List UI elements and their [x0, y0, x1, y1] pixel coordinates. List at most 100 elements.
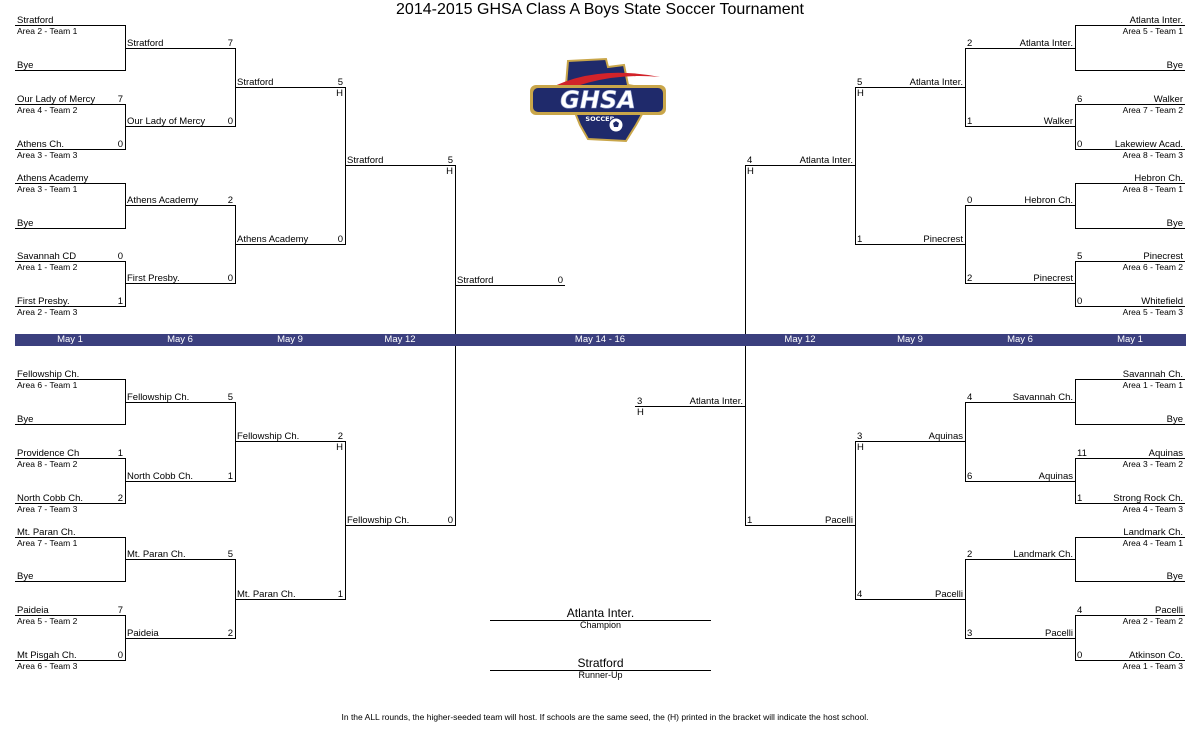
team-name: Bye: [1166, 414, 1183, 425]
bracket-line: [15, 615, 125, 616]
bracket-line: [1075, 261, 1185, 262]
bracket-line: [1075, 379, 1185, 380]
bracket-line: [1075, 615, 1185, 616]
team-seed: Area 4 - Team 2: [17, 105, 78, 115]
team-name: Aquinas: [928, 431, 963, 442]
bracket-connector: [125, 537, 126, 582]
bracket-line: [965, 126, 1075, 127]
hosting-note: In the ALL rounds, the higher-seeded tea…: [341, 712, 869, 722]
team-score: 3: [857, 431, 863, 442]
team-seed: Area 5 - Team 1: [1122, 26, 1183, 36]
bracket-connector: [345, 87, 346, 245]
team-name: Bye: [1166, 571, 1183, 582]
team-name: Whitefield: [1141, 296, 1183, 307]
team-score: 2: [967, 549, 973, 560]
bracket-connector: [125, 25, 126, 71]
host-indicator: H: [446, 166, 453, 177]
team-seed: Area 5 - Team 2: [17, 616, 78, 626]
team-seed: Area 7 - Team 1: [17, 538, 78, 548]
bracket-line: [125, 283, 235, 284]
bracket-line: [1075, 70, 1185, 71]
team-seed: Area 8 - Team 2: [17, 459, 78, 469]
champion-name: Atlanta Inter.: [566, 606, 635, 620]
bracket-line: [125, 205, 235, 206]
team-name: Hebron Ch.: [1024, 195, 1073, 206]
team-score: 7: [117, 94, 123, 105]
team-name: Bye: [1166, 218, 1183, 229]
team-score: 4: [1077, 605, 1083, 616]
bracket-line: [1075, 503, 1185, 504]
team-name: Walker: [1043, 116, 1073, 127]
team-name: Atlanta Inter.: [909, 77, 963, 88]
bracket-line: [965, 638, 1075, 639]
bracket-line: [745, 165, 855, 166]
team-score: 2: [967, 273, 973, 284]
team-seed: Area 2 - Team 2: [1122, 616, 1183, 626]
team-score: 4: [747, 155, 753, 166]
team-score: 0: [227, 116, 233, 127]
team-name: Pacelli: [935, 589, 963, 600]
logo-subtext: SOCCER: [585, 115, 614, 123]
team-name: Mt Pisgah Ch.: [17, 650, 77, 661]
team-score: 1: [857, 234, 863, 245]
team-name: Stratford: [347, 155, 384, 166]
bracket-line: [1075, 25, 1185, 26]
team-name: First Presby.: [127, 273, 180, 284]
date-round-2-left: May 6: [167, 334, 193, 345]
team-score: 0: [337, 234, 343, 245]
team-seed: Area 8 - Team 3: [1122, 150, 1183, 160]
bracket-line: [125, 559, 235, 560]
bracket-line: [1075, 424, 1185, 425]
logo-text: GHSA: [560, 86, 636, 114]
team-name: Walker: [1153, 94, 1183, 105]
bracket-line: [1075, 660, 1185, 661]
team-score: 6: [1077, 94, 1083, 105]
team-name: Pacelli: [1155, 605, 1183, 616]
team-score: 0: [447, 515, 453, 526]
team-score: 5: [857, 77, 863, 88]
team-name: Hebron Ch.: [1134, 173, 1183, 184]
team-score: 0: [117, 251, 123, 262]
host-indicator: H: [857, 88, 864, 99]
team-name: Atkinson Co.: [1129, 650, 1183, 661]
team-name: Savannah CD: [17, 251, 77, 262]
team-score: 1: [117, 296, 123, 307]
team-score: 4: [857, 589, 863, 600]
team-seed: Area 2 - Team 1: [17, 26, 78, 36]
team-score: 5: [227, 392, 233, 403]
bracket-connector: [965, 48, 966, 127]
team-name: Landmark Ch.: [1123, 527, 1183, 538]
team-name: Landmark Ch.: [1013, 549, 1073, 560]
bracket-connector: [235, 402, 236, 482]
team-score: 2: [337, 431, 343, 442]
team-name: Athens Academy: [127, 195, 199, 206]
bracket-line: [1075, 306, 1185, 307]
bracket-connector: [125, 104, 126, 150]
team-name: Athens Academy: [237, 234, 309, 245]
bracket-line: [235, 441, 345, 442]
bracket-connector: [125, 615, 126, 661]
team-name: Pacelli: [1045, 628, 1073, 639]
bracket-line: [1075, 581, 1185, 582]
date-round-4-right: May 12: [784, 334, 816, 345]
bracket-line: [15, 660, 125, 661]
bracket-line: [125, 481, 235, 482]
bracket-line: [15, 537, 125, 538]
bracket-connector: [1075, 615, 1076, 661]
team-name: Paideia: [17, 605, 49, 616]
team-seed: Area 1 - Team 2: [17, 262, 78, 272]
team-name: Bye: [1166, 60, 1183, 71]
champion-label: Champion: [579, 620, 622, 630]
team-name: Atlanta Inter.: [799, 155, 853, 166]
team-score: 2: [227, 628, 233, 639]
team-score: 4: [967, 392, 973, 403]
bracket-connector: [965, 205, 966, 284]
bracket-connector: [855, 441, 856, 600]
bracket-connector: [1075, 458, 1076, 504]
team-name: Fellowship Ch.: [347, 515, 410, 526]
bracket-line: [15, 228, 125, 229]
team-name: Stratford: [17, 15, 54, 26]
date-round-1-left: May 1: [57, 334, 83, 345]
team-name: Bye: [17, 571, 34, 582]
bracket-line: [125, 48, 235, 49]
